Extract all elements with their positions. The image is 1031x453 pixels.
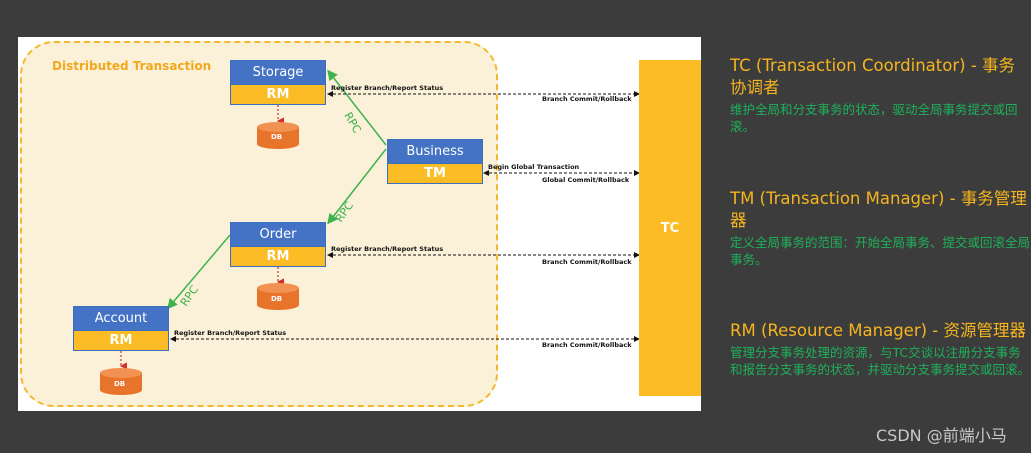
- msg-register-order: Register Branch/Report Status: [331, 245, 443, 253]
- storage-label: Storage: [231, 61, 325, 84]
- note-tc-desc: 维护全局和分支事务的状态，驱动全局事务提交或回滚。: [730, 102, 1018, 134]
- db-label-storage: DB: [271, 133, 282, 141]
- rpc-label-3: RPC: [178, 283, 201, 309]
- msg-begin-global: Begin Global Transaction: [488, 163, 580, 171]
- msg-global-commit: Global Commit/Rollback: [542, 176, 630, 184]
- tc-coordinator-bar: TC: [639, 60, 701, 396]
- business-tm: TM: [388, 163, 482, 183]
- account-label: Account: [74, 307, 168, 330]
- business-label: Business: [388, 140, 482, 163]
- order-label: Order: [231, 223, 325, 246]
- note-rm: RM (Resource Manager) - 资源管理器 管理分支事务处理的资…: [730, 320, 1030, 378]
- rpc-line-business-storage: [327, 69, 387, 146]
- rpc-line-order-account: [167, 234, 231, 310]
- msg-branch-commit-account: Branch Commit/Rollback: [542, 341, 632, 349]
- note-rm-desc: 管理分支事务处理的资源，与TC交谈以注册分支事务和报告分支事务的状态，并驱动分支…: [730, 345, 1031, 377]
- tc-label: TC: [660, 220, 680, 236]
- note-tm: TM (Transaction Manager) - 事务管理器 定义全局事务的…: [730, 188, 1030, 268]
- db-storage: DB: [257, 105, 299, 149]
- db-label-order: DB: [271, 295, 282, 303]
- note-tm-desc: 定义全局事务的范围：开始全局事务、提交或回滚全局事务。: [730, 235, 1031, 267]
- rpc-label-1: RPC: [341, 110, 363, 136]
- db-order: DB: [257, 267, 299, 310]
- order-service: Order RM: [230, 222, 326, 267]
- note-tc-title: TC (Transaction Coordinator) - 事务协调者: [730, 56, 1016, 97]
- storage-service: Storage RM: [230, 60, 326, 105]
- rpc-line-business-order: [327, 148, 387, 225]
- msg-register-account: Register Branch/Report Status: [174, 329, 286, 337]
- note-tm-title: TM (Transaction Manager) - 事务管理器: [730, 189, 1027, 230]
- msg-branch-commit-storage: Branch Commit/Rollback: [542, 95, 632, 103]
- connections-svg: RPC RPC RPC Register Branch/Report Statu…: [100, 69, 640, 395]
- note-rm-title: RM (Resource Manager) - 资源管理器: [730, 321, 1027, 340]
- diagram-panel: Distributed Transaction RPC RPC RPC Regi…: [18, 37, 701, 411]
- region-label: Distributed Transaction: [52, 59, 212, 73]
- rpc-label-2: RPC: [333, 199, 356, 225]
- account-rm: RM: [74, 330, 168, 350]
- db-account: DB: [100, 351, 142, 395]
- msg-branch-commit-order: Branch Commit/Rollback: [542, 258, 632, 266]
- account-service: Account RM: [73, 306, 169, 351]
- watermark: CSDN @前端小马: [876, 426, 1007, 445]
- note-tc: TC (Transaction Coordinator) - 事务协调者 维护全…: [730, 55, 1030, 135]
- db-label-account: DB: [114, 380, 125, 388]
- storage-rm: RM: [231, 84, 325, 104]
- order-rm: RM: [231, 246, 325, 266]
- business-service: Business TM: [387, 139, 483, 184]
- msg-register-storage: Register Branch/Report Status: [331, 84, 443, 92]
